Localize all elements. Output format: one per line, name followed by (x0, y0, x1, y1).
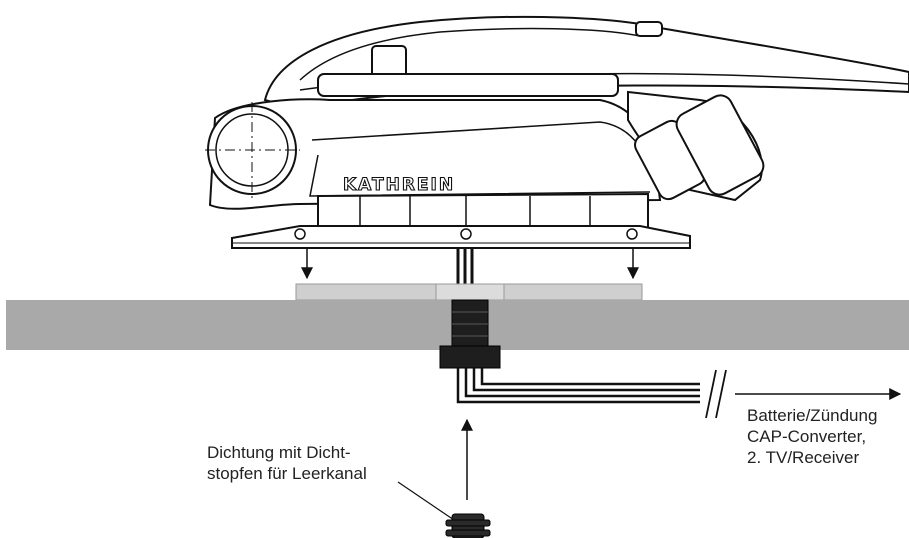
seal-grommet (445, 513, 491, 538)
base-ribs (359, 196, 591, 228)
cable-break-marks (705, 369, 727, 419)
mounting-arrows (301, 248, 639, 280)
support-strip (317, 73, 619, 97)
seal-leader (397, 481, 455, 521)
top-knob (635, 21, 663, 37)
antenna-unit: KATHREIN (205, 15, 909, 249)
destination-line-2: CAP-Converter, (747, 427, 867, 446)
brand-logo: KATHREIN (343, 175, 455, 195)
cable-routing (456, 368, 700, 404)
cable-gland (439, 299, 501, 369)
housing-contour-2 (309, 154, 651, 197)
antenna-base (317, 192, 649, 229)
cable-bundle-upper (456, 248, 474, 290)
seal-line-2: stopfen für Leerkanal (207, 464, 367, 483)
seal-label: Dichtung mit Dicht- stopfen für Leerkana… (207, 442, 367, 484)
lnb (627, 90, 765, 202)
seal-line-1: Dichtung mit Dicht- (207, 443, 351, 462)
destination-line-3: 2. TV/Receiver (747, 448, 860, 467)
screws (294, 228, 638, 240)
center-plate (435, 283, 505, 301)
destination-label: Batterie/Zündung CAP-Converter, 2. TV/Re… (747, 405, 877, 468)
destination-line-1: Batterie/Zündung (747, 406, 878, 425)
reflector-rib (299, 27, 641, 81)
